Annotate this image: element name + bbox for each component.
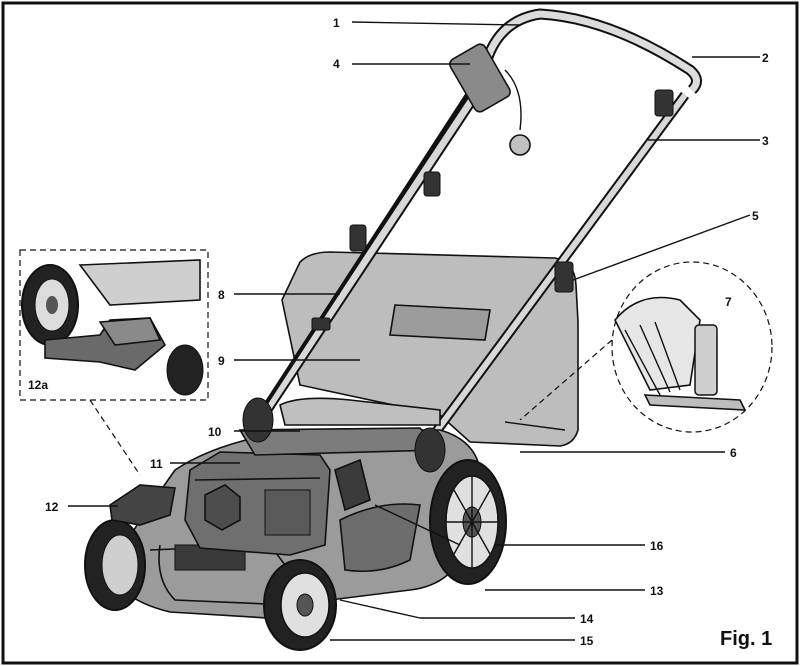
switch-box [448, 42, 530, 155]
detail-circle: 7 [612, 262, 772, 432]
callout-8: 8 [218, 288, 225, 302]
callout-1: 1 [333, 16, 340, 30]
inset-leader [90, 400, 140, 475]
callout-5: 5 [752, 209, 759, 223]
detail-callout-label: 7 [725, 295, 732, 309]
callout-14: 14 [580, 612, 594, 626]
callout-11: 11 [150, 457, 163, 471]
callout-15: 15 [580, 634, 594, 648]
callout-2: 2 [762, 51, 769, 65]
callout-12: 12 [45, 500, 59, 514]
callout-9: 9 [218, 354, 225, 368]
callout-13: 13 [650, 584, 664, 598]
inset-callout-label: 12a [28, 378, 48, 392]
front-right-wheel [264, 560, 336, 650]
front-left-wheel [85, 520, 145, 610]
rear-right-wheel [430, 460, 506, 584]
callout-4: 4 [333, 57, 340, 71]
figure-label: Fig. 1 [720, 628, 772, 650]
callout-10: 10 [208, 425, 222, 439]
callout-16: 16 [650, 539, 664, 553]
battery-pack [185, 452, 330, 555]
inset-box: 12a [20, 250, 208, 400]
inset-wheel [22, 265, 78, 345]
callout-6: 6 [730, 446, 737, 460]
callout-3: 3 [762, 134, 769, 148]
